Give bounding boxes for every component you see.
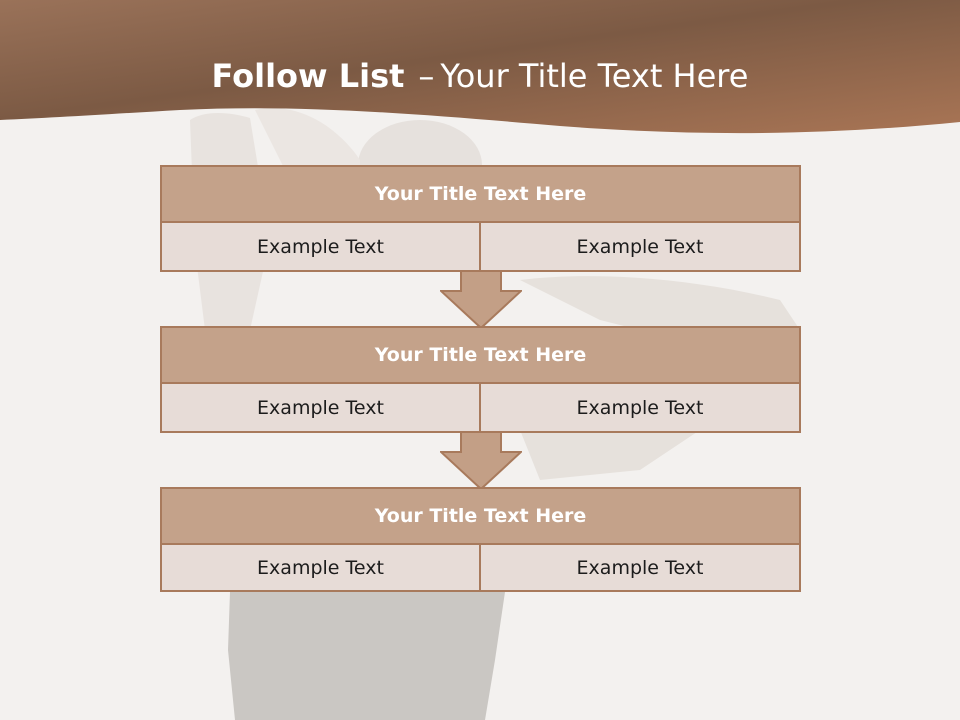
block-title: Your Title Text Here xyxy=(160,487,801,545)
down-arrow-icon xyxy=(440,270,522,330)
header-band xyxy=(0,0,960,134)
title-rest-part: Your Title Text Here xyxy=(440,57,749,95)
block-left-cell: Example Text xyxy=(160,543,481,592)
block-right-cell: Example Text xyxy=(479,543,801,592)
block-right-cell: Example Text xyxy=(479,221,801,272)
title-separator: – xyxy=(418,57,435,95)
slide-title: Follow List–Your Title Text Here xyxy=(0,56,960,96)
block-title: Your Title Text Here xyxy=(160,326,801,384)
list-block-1: Your Title Text Here Example Text Exampl… xyxy=(160,165,801,272)
list-block-2: Your Title Text Here Example Text Exampl… xyxy=(160,326,801,433)
title-bold-part: Follow List xyxy=(211,57,405,95)
block-title: Your Title Text Here xyxy=(160,165,801,223)
block-left-cell: Example Text xyxy=(160,382,481,433)
block-right-cell: Example Text xyxy=(479,382,801,433)
down-arrow-icon xyxy=(440,431,522,491)
list-block-3: Your Title Text Here Example Text Exampl… xyxy=(160,487,801,594)
block-left-cell: Example Text xyxy=(160,221,481,272)
